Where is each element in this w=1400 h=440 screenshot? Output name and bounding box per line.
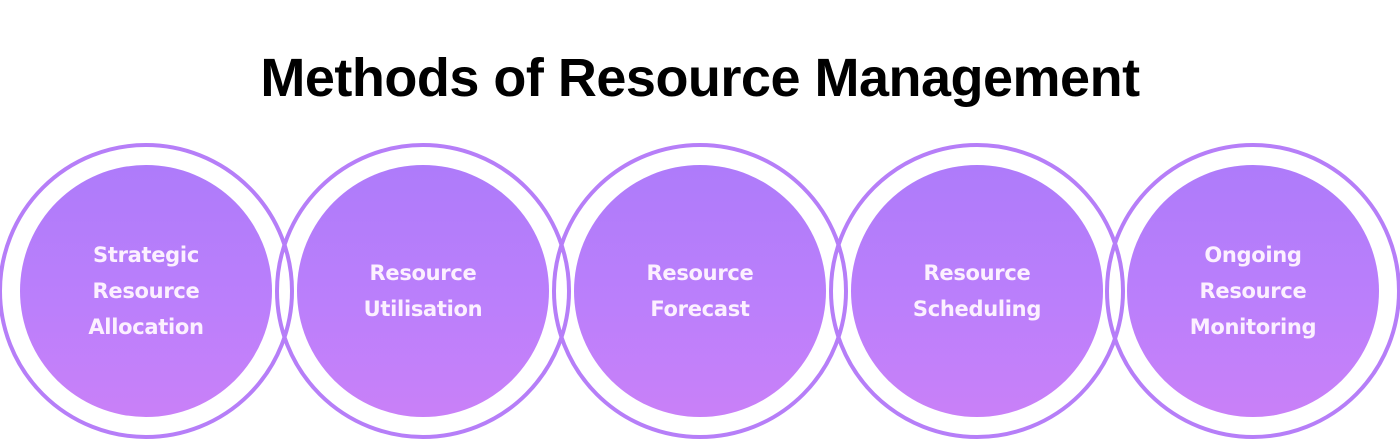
method-label-line: Scheduling — [912, 297, 1042, 321]
method-circle: Ongoing Resource Monitoring — [1127, 165, 1379, 417]
method-label-line: Resource — [369, 261, 477, 285]
method-label-line: Resource — [646, 261, 754, 285]
method-label-line: Resource — [92, 279, 200, 303]
method-circle: Resource Scheduling — [851, 165, 1103, 417]
method-label-line: Resource — [1199, 279, 1307, 303]
method-node-ongoing-resource-monitoring: Ongoing Resource Monitoring — [1105, 143, 1400, 439]
method-node-resource-utilisation: Resource Utilisation — [275, 143, 571, 439]
method-label: Resource Scheduling — [913, 255, 1041, 327]
method-label-line: Ongoing — [1204, 243, 1302, 267]
method-label: Ongoing Resource Monitoring — [1189, 237, 1317, 345]
method-circle: Strategic Resource Allocation — [20, 165, 272, 417]
method-label: Resource Utilisation — [364, 255, 483, 327]
method-label: Resource Forecast — [647, 255, 754, 327]
method-circle: Resource Utilisation — [297, 165, 549, 417]
method-label-line: Resource — [923, 261, 1031, 285]
method-label-line: Forecast — [650, 297, 750, 321]
method-node-strategic-resource-allocation: Strategic Resource Allocation — [0, 143, 294, 439]
method-label-line: Monitoring — [1189, 315, 1317, 339]
diagram-title: Methods of Resource Management — [260, 48, 1140, 109]
method-node-resource-scheduling: Resource Scheduling — [829, 143, 1125, 439]
method-label: Strategic Resource Allocation — [88, 237, 204, 345]
method-label-line: Strategic — [93, 243, 199, 267]
method-node-resource-forecast: Resource Forecast — [552, 143, 848, 439]
outer-ring — [1105, 143, 1400, 439]
method-label-line: Utilisation — [363, 297, 483, 321]
method-circle: Resource Forecast — [574, 165, 826, 417]
method-label-line: Allocation — [88, 315, 204, 339]
